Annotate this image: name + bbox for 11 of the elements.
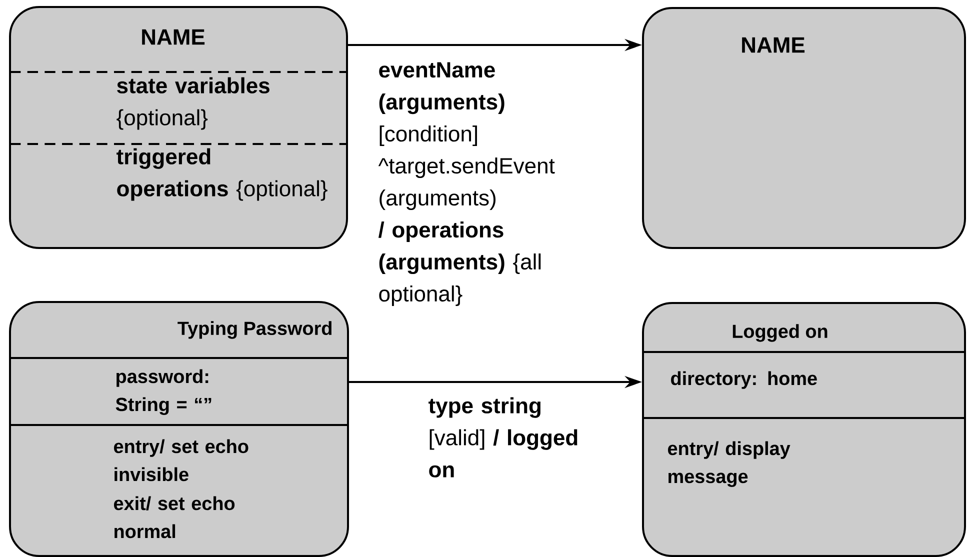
state-name: NAME <box>142 29 205 45</box>
state-name: NAME <box>742 37 805 53</box>
compartment-text: password: String = “” <box>116 369 212 415</box>
compartment-text: triggered operations {optional} <box>116 148 328 201</box>
compartment-text: directory: home <box>671 371 817 389</box>
compartment-text: exit/ set echo normal <box>114 496 235 538</box>
edge-label: eventName (arguments) [condition] ^target.sendEvent (arguments) / operations (arguments) {all optional} <box>378 62 555 306</box>
edge-label: type string [valid] / logged on <box>428 397 578 478</box>
state-name: Typing Password <box>178 321 332 339</box>
compartment-text: entry/ display message <box>668 441 790 487</box>
state-name: Logged on <box>732 324 828 342</box>
